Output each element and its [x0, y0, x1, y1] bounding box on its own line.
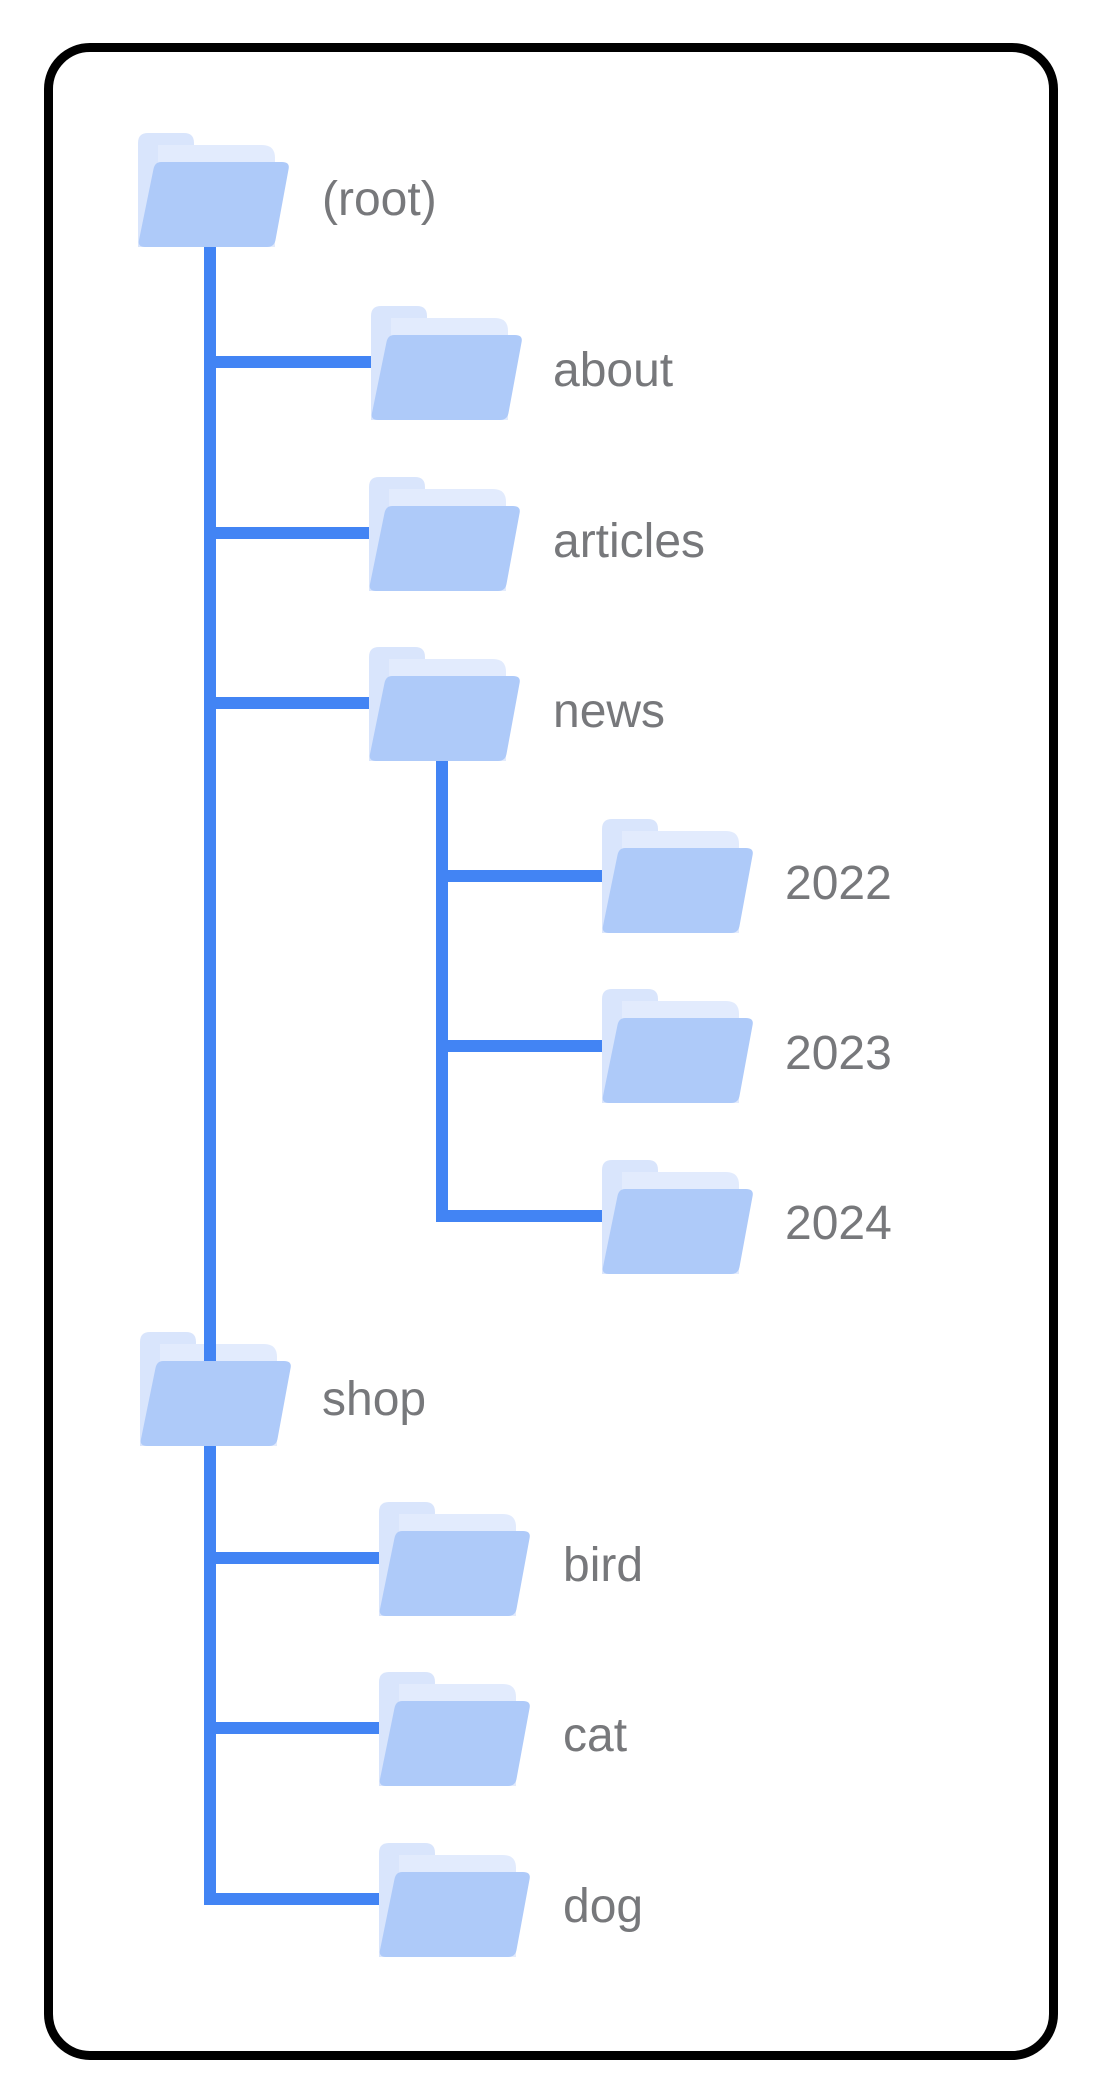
- connector-branch-2023: [436, 1040, 616, 1052]
- folder-front-flap: [602, 848, 753, 933]
- connector-branch-articles: [204, 527, 390, 539]
- folder-icon: [379, 1502, 530, 1616]
- connector-root-trunk-over-shop: [204, 1332, 216, 1361]
- tree-node-label-2023: 2023: [785, 1027, 892, 1080]
- folder-front-flap: [379, 1531, 530, 1616]
- folder-node-dog: [379, 1843, 533, 1957]
- folder-node-2022: [602, 819, 756, 933]
- folder-icon: [379, 1672, 530, 1786]
- folder-node-root: [138, 133, 292, 247]
- connector-branch-cat: [204, 1722, 400, 1734]
- folder-icon: [138, 133, 289, 247]
- connector-news-trunk: [436, 757, 448, 1222]
- tree-node-label-root: (root): [322, 173, 437, 226]
- tree-node-label-cat: cat: [563, 1709, 628, 1762]
- connector-branch-dog: [204, 1893, 400, 1905]
- connector-root-trunk: [204, 244, 216, 1361]
- connector-shop-trunk: [204, 1446, 216, 1905]
- tree-node-label-articles: articles: [553, 515, 706, 568]
- folder-node-cat: [379, 1672, 533, 1786]
- tree-node-label-2024: 2024: [785, 1197, 892, 1250]
- folder-node-2024: [602, 1160, 756, 1274]
- folder-front-flap: [379, 1701, 530, 1786]
- tree-node-label-about: about: [553, 344, 674, 397]
- tree-node-label-2022: 2022: [785, 857, 892, 910]
- connector-branch-news: [204, 697, 390, 709]
- folder-icon: [369, 647, 520, 761]
- connector-branch-bird: [204, 1552, 400, 1564]
- folder-front-flap: [369, 676, 520, 761]
- folder-node-articles: [369, 477, 523, 591]
- tree-node-label-bird: bird: [563, 1539, 644, 1592]
- folder-node-bird: [379, 1502, 533, 1616]
- folder-front-flap: [369, 506, 520, 591]
- tree-node-label-news: news: [553, 685, 666, 738]
- folder-front-flap: [138, 162, 289, 247]
- folder-front-flap: [371, 335, 522, 420]
- folder-front-flap: [379, 1872, 530, 1957]
- folder-icon: [602, 989, 753, 1103]
- folder-node-shop: [140, 1332, 294, 1446]
- folder-icon: [602, 1160, 753, 1274]
- tree-node-label-shop: shop: [322, 1373, 427, 1426]
- connector-branch-about: [204, 356, 390, 368]
- folder-front-flap: [602, 1189, 753, 1274]
- folder-front-flap: [602, 1018, 753, 1103]
- folder-node-about: [371, 306, 525, 420]
- diagram-rounded-frame: [44, 43, 1058, 2060]
- folder-icon: [369, 477, 520, 591]
- folder-icon: [371, 306, 522, 420]
- folder-icon: [379, 1843, 530, 1957]
- connector-branch-2024: [436, 1210, 616, 1222]
- folder-icon: [602, 819, 753, 933]
- tree-node-label-dog: dog: [563, 1880, 644, 1933]
- connector-branch-2022: [436, 870, 616, 882]
- folder-front-flap: [140, 1361, 291, 1446]
- folder-icon: [140, 1332, 291, 1446]
- folder-node-news: [369, 647, 523, 761]
- folder-node-2023: [602, 989, 756, 1103]
